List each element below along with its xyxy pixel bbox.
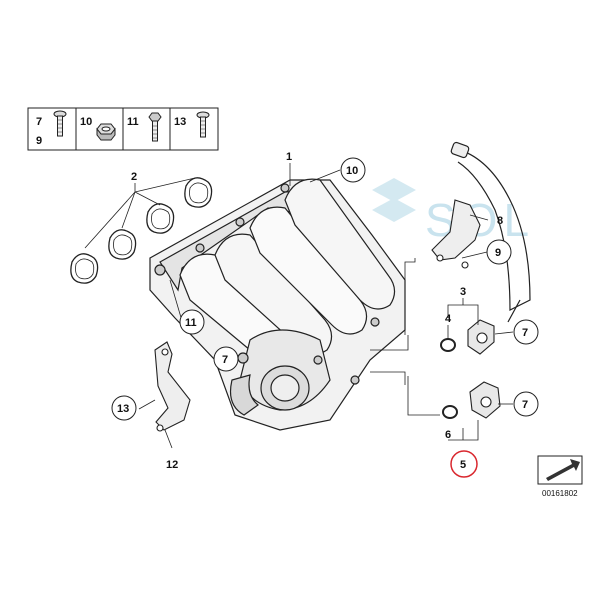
callout-6: 6 [445, 429, 451, 441]
callout-label-7b: 7 [522, 399, 528, 411]
callout-label-8: 8 [497, 215, 503, 227]
callout-label-7c: 7 [222, 354, 228, 366]
o-ring-part-6 [442, 405, 458, 419]
callout-9: 9 [486, 239, 512, 265]
callout-10: 10 [340, 157, 366, 183]
legend-label-10: 10 [80, 116, 92, 128]
callout-label-5: 5 [460, 459, 466, 471]
callout-11: 11 [179, 309, 205, 335]
callout-label-3: 3 [460, 286, 466, 298]
callout-label-13: 13 [117, 403, 129, 415]
callout-label-9: 9 [495, 247, 501, 259]
callout-label-7a: 7 [522, 327, 528, 339]
bracket-part-12 [154, 341, 191, 432]
callout-label-4: 4 [445, 313, 452, 325]
callout-label-12: 12 [166, 459, 178, 471]
intake-manifold [149, 178, 406, 431]
callout-7b: 7 [513, 391, 539, 417]
bolt-icon [196, 111, 210, 138]
callout-7c: 7 [213, 346, 239, 372]
callout-1: 1 [286, 151, 292, 163]
sensor-part-3 [467, 319, 495, 355]
legend-label-13: 13 [174, 116, 186, 128]
callout-5: 5 [450, 450, 478, 478]
bolt-icon [148, 112, 162, 142]
legend-label-9: 9 [36, 135, 42, 147]
callout-label-2: 2 [131, 171, 137, 183]
leader-lines-2 [84, 177, 196, 249]
callout-label-6: 6 [445, 429, 451, 441]
callout-3: 3 [460, 286, 466, 298]
sensor-part-5 [469, 381, 501, 419]
callout-label-10: 10 [346, 165, 358, 177]
callout-label-1: 1 [286, 151, 292, 163]
o-ring-part-4 [440, 338, 456, 352]
vent-hose [450, 141, 531, 323]
nut-icon [96, 123, 116, 141]
orientation-arrow-icon [537, 455, 583, 485]
bolt-icon [53, 110, 67, 137]
callout-label-11: 11 [185, 317, 197, 329]
callout-7a: 7 [513, 319, 539, 345]
callout-13: 13 [111, 395, 137, 421]
intake-gaskets [70, 177, 213, 284]
callout-2: 2 [131, 171, 137, 183]
callout-12: 12 [166, 459, 178, 471]
diagram-code: 00161802 [542, 489, 578, 498]
legend-label-7: 7 [36, 116, 42, 128]
leader-lines [138, 163, 514, 449]
legend-label-11: 11 [127, 116, 139, 128]
bracket-part-8 [431, 199, 481, 269]
fastener-legend: 7 9 10 11 13 [27, 107, 219, 151]
callout-8: 8 [497, 215, 503, 227]
callout-4: 4 [445, 313, 452, 325]
